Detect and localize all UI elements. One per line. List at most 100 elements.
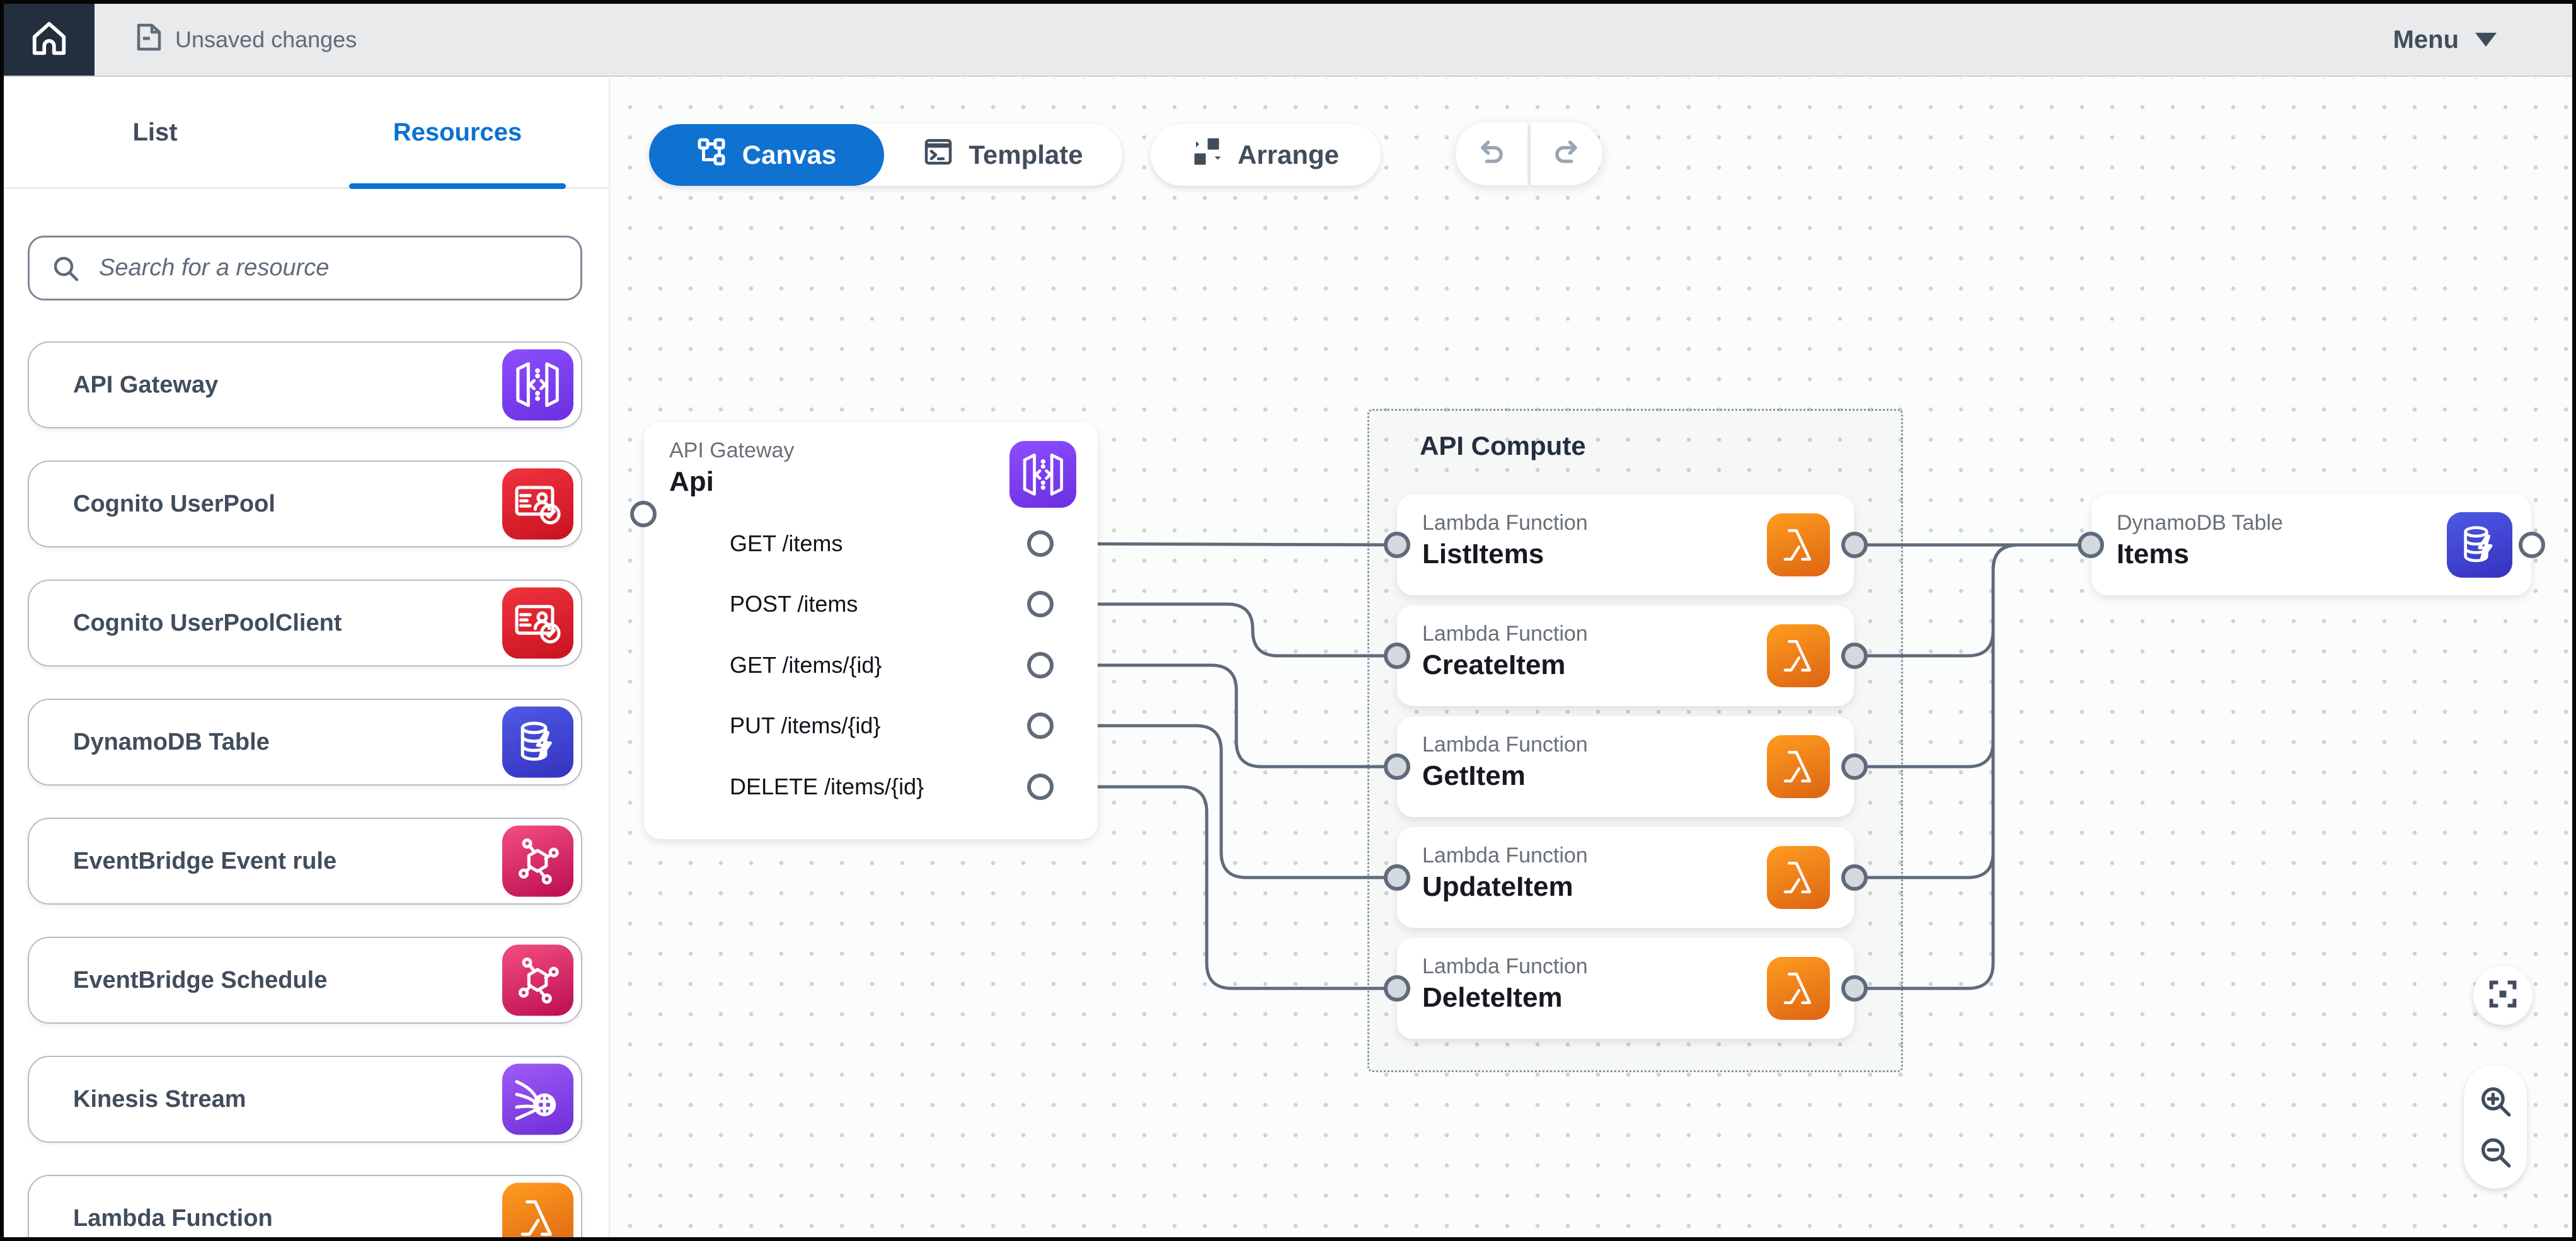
port-lambda-3-in[interactable] [1384, 864, 1410, 891]
port-api-in[interactable] [630, 501, 657, 527]
home-button[interactable] [4, 4, 95, 76]
node-lambda-function[interactable]: Lambda Function UpdateItem [1397, 827, 1854, 928]
redo-button[interactable] [1531, 122, 1602, 185]
node-type-label: Lambda Function [1422, 622, 1588, 646]
tab-resources[interactable]: Resources [306, 78, 609, 189]
resource-list-item[interactable]: Lambda Function [28, 1175, 582, 1237]
api-route[interactable]: PUT /items/{id} [730, 712, 881, 738]
port-lambda-4-in[interactable] [1384, 975, 1410, 1002]
status-text: Unsaved changes [175, 26, 357, 52]
node-lambda-function[interactable]: Lambda Function DeleteItem [1397, 938, 1854, 1039]
undo-button[interactable] [1456, 122, 1527, 185]
tab-list[interactable]: List [132, 118, 178, 146]
zoom-out-button[interactable] [2476, 1133, 2515, 1172]
api-gateway-icon [1009, 441, 1076, 508]
port-table-out[interactable] [2519, 532, 2545, 558]
kinesis-icon [502, 1063, 573, 1135]
api-route[interactable]: DELETE /items/{id} [730, 774, 924, 799]
resource-list-item[interactable]: Cognito UserPoolClient [28, 580, 582, 666]
resource-label: DynamoDB Table [73, 728, 270, 755]
resource-sidebar: List Resources API Gateway Cognito UserP… [4, 78, 610, 1237]
home-icon [30, 19, 69, 61]
undo-icon [1475, 136, 1508, 172]
resource-search [28, 236, 582, 300]
search-input[interactable] [28, 236, 582, 300]
port-route-3-out[interactable] [1027, 712, 1054, 739]
connection-wire[interactable] [1854, 543, 2091, 879]
resource-list-item[interactable]: Kinesis Stream [28, 1056, 582, 1143]
port-lambda-0-out[interactable] [1841, 532, 1868, 558]
port-lambda-0-in[interactable] [1384, 532, 1410, 558]
port-lambda-2-in[interactable] [1384, 753, 1410, 780]
node-name: DeleteItem [1422, 982, 1563, 1013]
resource-label: API Gateway [73, 371, 219, 398]
history-controls [1456, 122, 1602, 185]
menu-button[interactable]: Menu [2393, 26, 2497, 54]
menu-label: Menu [2393, 25, 2459, 54]
workflow-icon [697, 137, 727, 173]
node-type-label: Lambda Function [1422, 844, 1588, 867]
eventbridge-icon [502, 825, 573, 897]
resource-list-item[interactable]: EventBridge Schedule [28, 937, 582, 1024]
dynamodb-icon [2447, 512, 2512, 578]
connection-wire[interactable] [1040, 663, 1397, 769]
node-lambda-function[interactable]: Lambda Function GetItem [1397, 716, 1854, 817]
port-lambda-4-out[interactable] [1841, 975, 1868, 1002]
port-route-4-out[interactable] [1027, 774, 1054, 800]
eventbridge-icon [502, 944, 573, 1016]
node-type-label: API Gateway [669, 438, 795, 462]
port-lambda-1-out[interactable] [1841, 643, 1868, 669]
template-tab-button[interactable]: Template [884, 124, 1122, 186]
resource-label: EventBridge Schedule [73, 966, 328, 993]
connection-layer [1040, 542, 2091, 990]
port-lambda-1-in[interactable] [1384, 643, 1410, 669]
connection-wire[interactable] [1040, 602, 1397, 658]
lambda-icon [1767, 624, 1830, 687]
port-route-2-out[interactable] [1027, 652, 1054, 678]
connection-wire[interactable] [1040, 785, 1397, 990]
arrange-icon [1192, 137, 1222, 173]
lambda-icon [1767, 513, 1830, 576]
node-type-label: DynamoDB Table [2117, 511, 2283, 535]
port-route-0-out[interactable] [1027, 530, 1054, 557]
connection-wire[interactable] [1040, 724, 1397, 879]
zoom-controls [2464, 1065, 2527, 1189]
cognito-icon [502, 587, 573, 659]
node-name: Items [2117, 539, 2189, 569]
redo-icon [1550, 136, 1583, 172]
api-route[interactable]: GET /items/{id} [730, 652, 882, 678]
cognito-icon [502, 468, 573, 540]
port-route-1-out[interactable] [1027, 591, 1054, 617]
node-lambda-function[interactable]: Lambda Function CreateItem [1397, 605, 1854, 706]
connection-wire[interactable] [1854, 543, 2091, 990]
connection-wire[interactable] [1854, 543, 2091, 658]
api-route[interactable]: POST /items [730, 591, 858, 617]
fit-view-icon [2487, 978, 2519, 1014]
node-name: CreateItem [1422, 649, 1566, 680]
resource-label: Cognito UserPoolClient [73, 609, 342, 636]
lambda-icon [502, 1182, 573, 1237]
node-name: GetItem [1422, 760, 1526, 791]
resource-list-item[interactable]: Cognito UserPool [28, 460, 582, 547]
group-title: API Compute [1420, 431, 1586, 460]
group-api-compute[interactable]: API Compute [1367, 409, 1903, 1072]
arrange-button[interactable]: Arrange [1151, 124, 1381, 186]
resource-label: Cognito UserPool [73, 490, 275, 517]
resource-list-item[interactable]: DynamoDB Table [28, 699, 582, 786]
node-dynamodb-table[interactable]: DynamoDB Table Items [2091, 495, 2531, 595]
canvas-tab-button[interactable]: Canvas [649, 124, 884, 186]
fit-view-button[interactable] [2473, 966, 2533, 1025]
chevron-down-icon [2475, 33, 2497, 47]
zoom-in-button[interactable] [2476, 1082, 2515, 1121]
port-lambda-2-out[interactable] [1841, 753, 1868, 780]
port-table-in[interactable] [2078, 532, 2104, 558]
resource-label: Kinesis Stream [73, 1085, 246, 1112]
connection-wire[interactable] [1040, 542, 1398, 547]
api-route[interactable]: GET /items [730, 530, 843, 556]
node-lambda-function[interactable]: Lambda Function ListItems [1397, 495, 1854, 595]
resource-list-item[interactable]: API Gateway [28, 341, 582, 428]
resource-list-item[interactable]: EventBridge Event rule [28, 818, 582, 905]
port-lambda-3-out[interactable] [1841, 864, 1868, 891]
